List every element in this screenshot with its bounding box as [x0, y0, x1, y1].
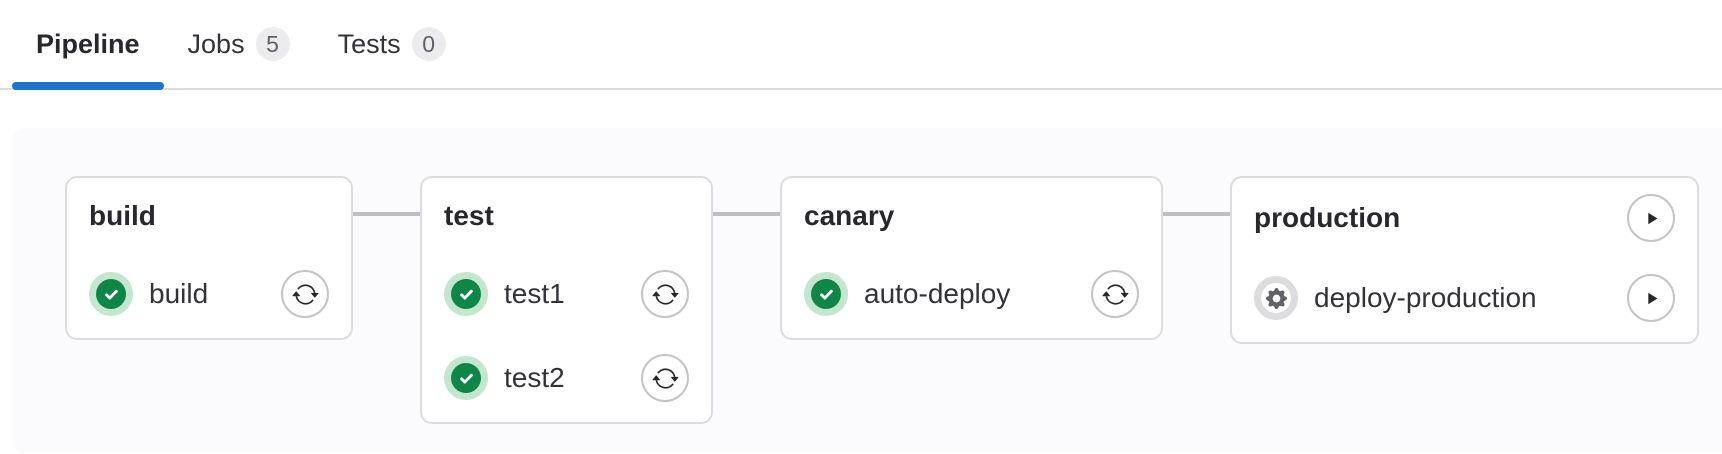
tab-tests[interactable]: Tests 0	[314, 0, 470, 88]
check-icon	[819, 289, 833, 299]
retry-icon	[1101, 283, 1129, 305]
play-icon	[1647, 212, 1657, 224]
stage-header: production	[1254, 194, 1675, 242]
success-status-icon	[804, 272, 848, 316]
retry-button[interactable]	[281, 270, 329, 318]
stage-card-production: production deploy-production	[1230, 176, 1699, 344]
retry-button[interactable]	[641, 354, 689, 402]
tab-pipeline-label: Pipeline	[36, 28, 140, 59]
stage-header: build	[89, 194, 329, 238]
stage-play-button[interactable]	[1627, 194, 1675, 242]
tab-jobs-label: Jobs	[187, 28, 245, 59]
success-status-icon	[444, 272, 488, 316]
check-icon	[459, 373, 473, 383]
pipeline-graph-container: build build test	[13, 128, 1722, 452]
job-row: test1	[444, 270, 689, 318]
success-status-icon	[89, 272, 133, 316]
stage-connector	[1163, 212, 1230, 216]
job-row: build	[89, 270, 329, 318]
gear-icon	[1265, 287, 1287, 309]
stage-title: test	[444, 200, 494, 232]
success-status-icon	[444, 356, 488, 400]
job-name[interactable]: test2	[504, 362, 565, 393]
stage-card-canary: canary auto-deploy	[780, 176, 1163, 340]
retry-icon	[291, 283, 319, 305]
retry-icon	[651, 283, 679, 305]
stage-title: build	[89, 200, 156, 232]
stage-header: test	[444, 194, 689, 238]
play-icon	[1647, 292, 1657, 304]
manual-status-icon	[1254, 276, 1298, 320]
tests-count-badge: 0	[411, 27, 446, 61]
job-name[interactable]: build	[149, 278, 209, 309]
retry-button[interactable]	[1091, 270, 1139, 318]
tab-pipeline[interactable]: Pipeline	[12, 0, 164, 90]
check-icon	[104, 289, 118, 299]
stage-title: production	[1254, 202, 1401, 234]
job-name[interactable]: auto-deploy	[864, 278, 1011, 309]
tab-jobs[interactable]: Jobs 5	[164, 0, 314, 88]
check-icon	[459, 289, 473, 299]
tab-tests-label: Tests	[337, 28, 401, 59]
job-row: test2	[444, 354, 689, 402]
retry-button[interactable]	[641, 270, 689, 318]
job-name[interactable]: test1	[504, 278, 565, 309]
stage-header: canary	[804, 194, 1139, 238]
stage-card-test: test test1	[420, 176, 713, 424]
stage-connector	[353, 212, 420, 216]
retry-icon	[651, 367, 679, 389]
job-row: deploy-production	[1254, 274, 1675, 322]
stage-connector	[713, 212, 780, 216]
stage-title: canary	[804, 200, 895, 232]
jobs-count-badge: 5	[255, 27, 290, 61]
pipeline-tabs: Pipeline Jobs 5 Tests 0	[0, 0, 1722, 90]
job-name[interactable]: deploy-production	[1314, 282, 1537, 313]
stage-card-build: build build	[65, 176, 353, 340]
play-button[interactable]	[1627, 274, 1675, 322]
job-row: auto-deploy	[804, 270, 1139, 318]
